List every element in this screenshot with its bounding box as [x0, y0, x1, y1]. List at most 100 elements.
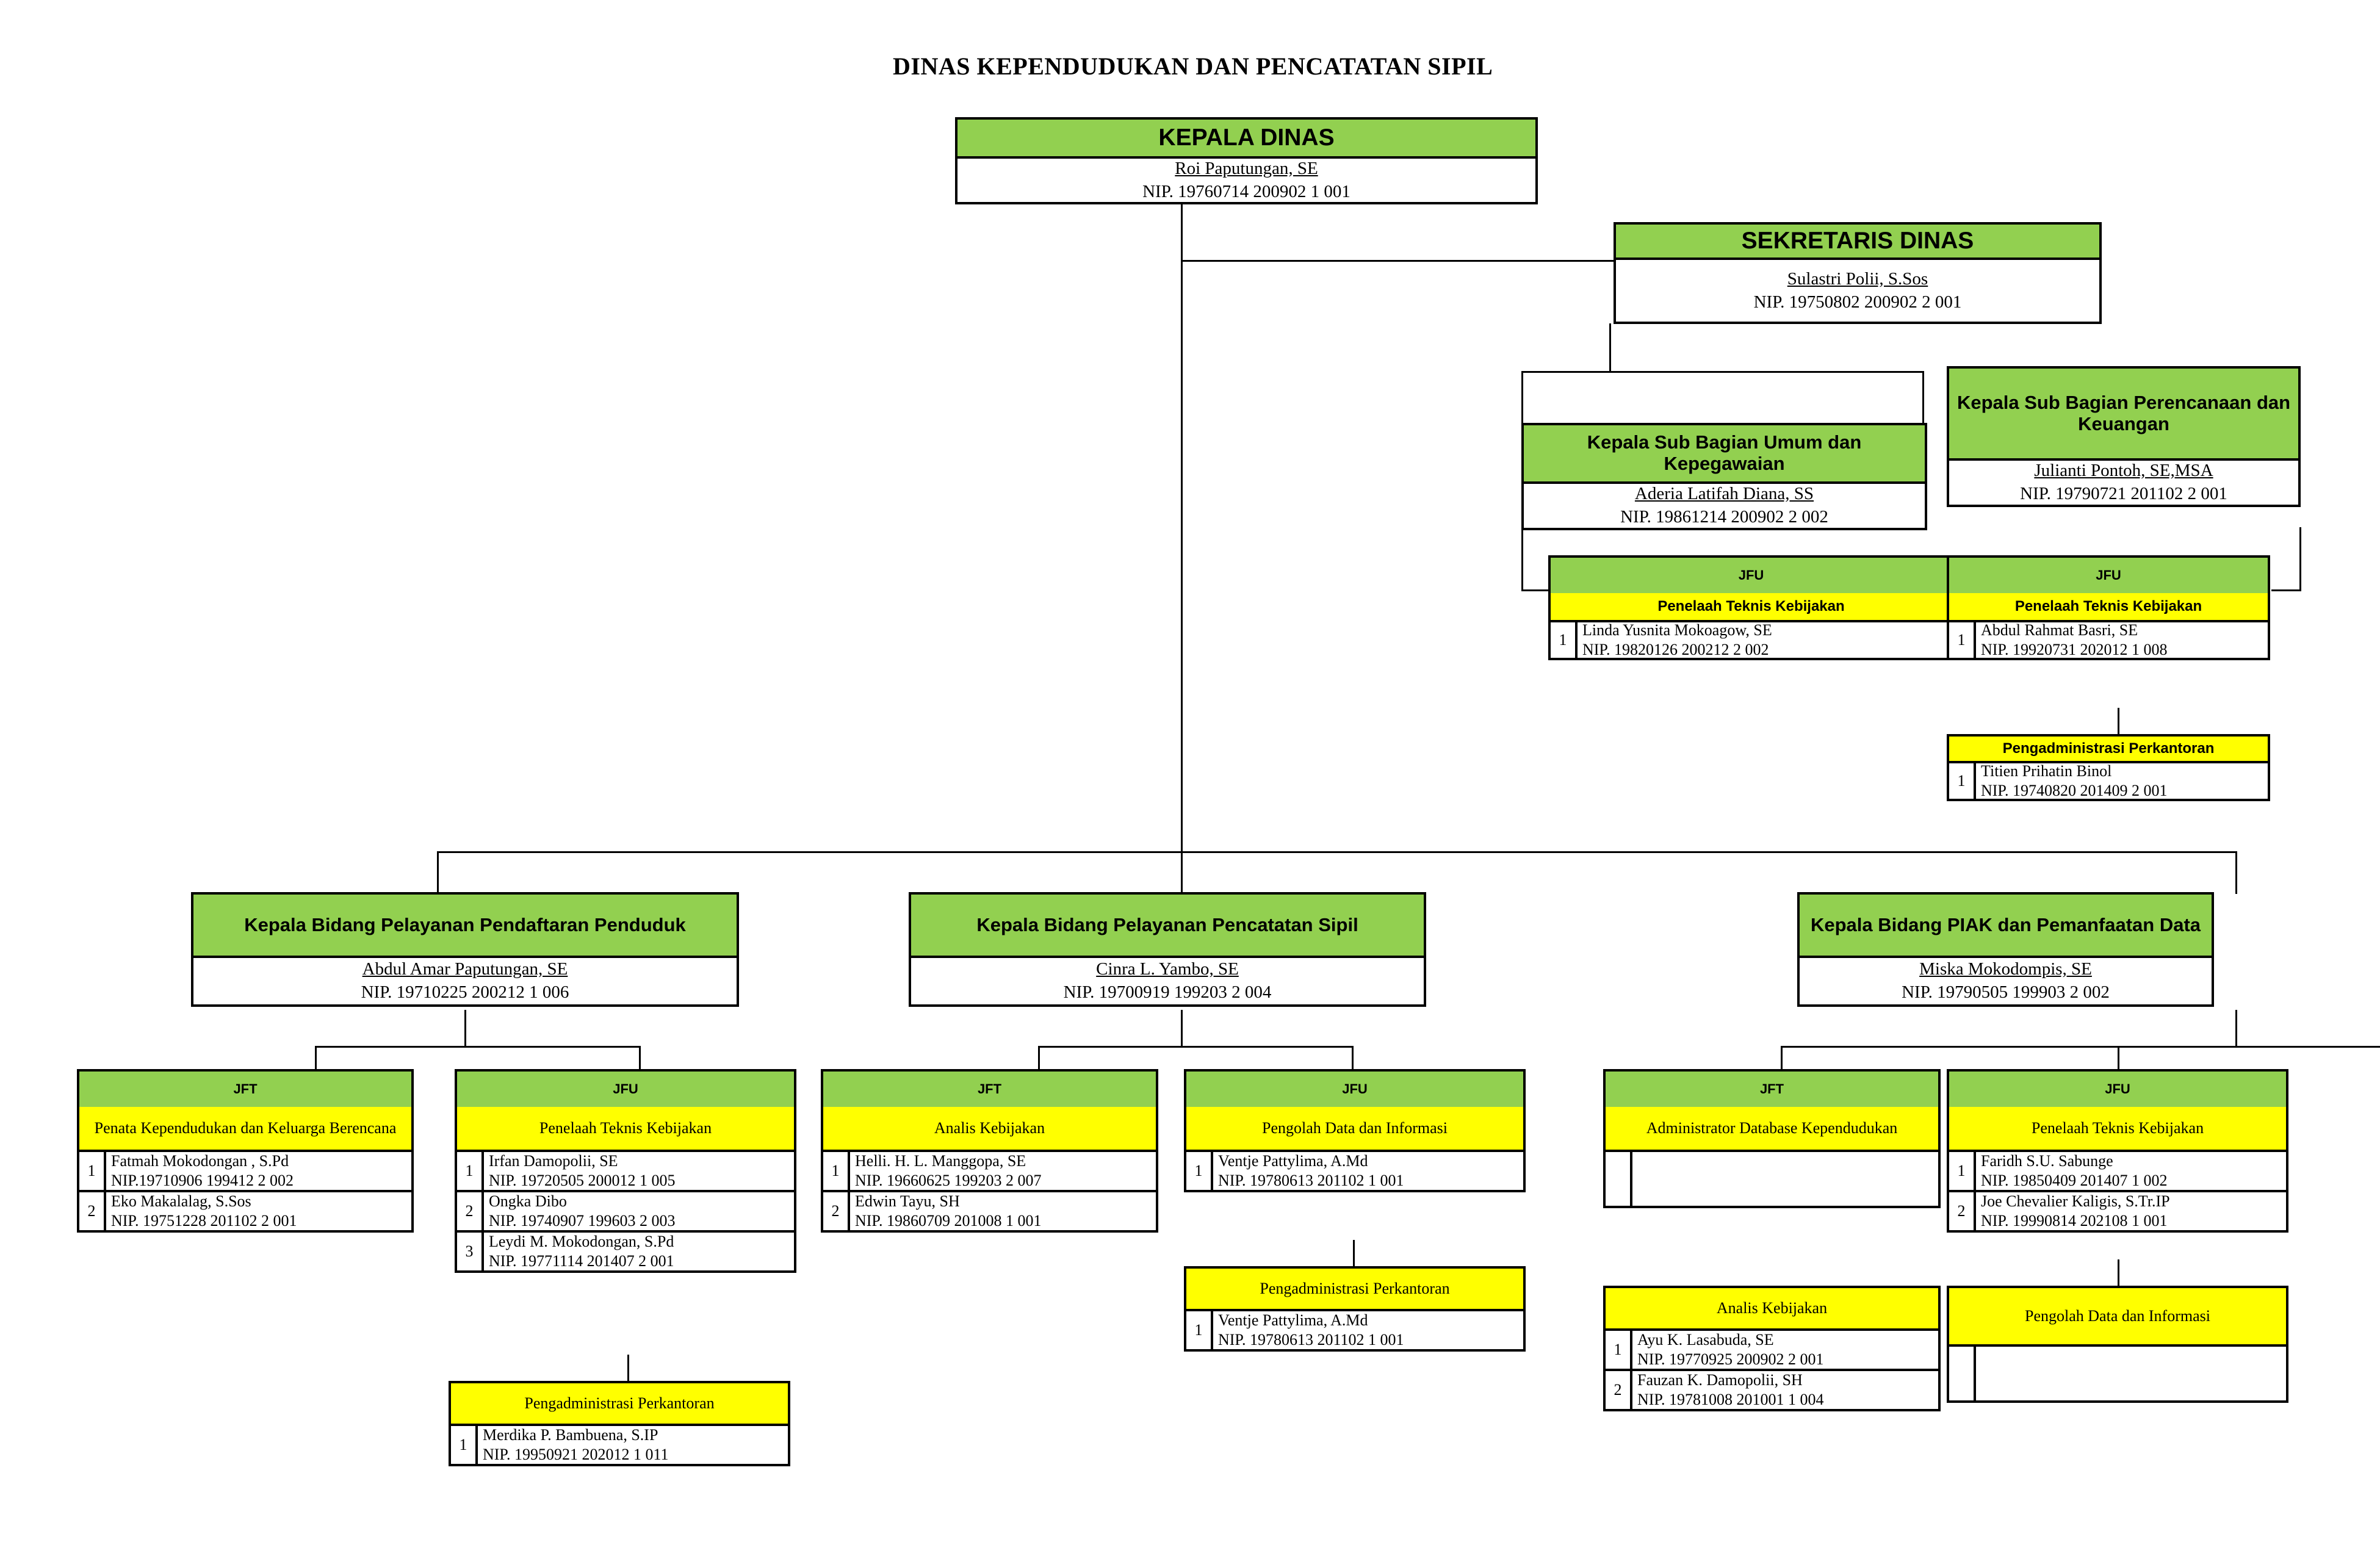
connector-subbag-perencanaan-drop [1922, 371, 1924, 425]
subbag-umum-name: Aderia Latifah Diana, SS [1634, 484, 1814, 504]
table-row[interactable]: 1 Ventje Pattylima, A.Md NIP. 19780613 2… [1184, 1311, 1526, 1352]
subbag-umum-body: Aderia Latifah Diana, SS NIP. 19861214 2… [1521, 484, 1927, 530]
table-row[interactable]: 2 Eko Makalalag, S.Sos NIP. 19751228 201… [77, 1192, 414, 1233]
table-row[interactable]: 1 Ayu K. Lasabuda, SE NIP. 19770925 2009… [1603, 1331, 1941, 1371]
person-name: Fauzan K. Damopolii, SH [1637, 1371, 1803, 1389]
table-row[interactable] [1603, 1152, 1941, 1208]
person-name: Faridh S.U. Sabunge [1981, 1151, 2113, 1170]
connector-pendaftaran-role2 [627, 1355, 629, 1381]
connector-pencatatan-jfu-drop [1352, 1046, 1354, 1070]
connector-pendaftaran-down [464, 1010, 466, 1048]
bidang-pencatatan-title: Kepala Bidang Pelayanan Pencatatan Sipil [909, 892, 1426, 958]
row-number: 2 [457, 1192, 484, 1230]
table-row[interactable]: 1 Ventje Pattylima, A.Md NIP. 19780613 2… [1184, 1152, 1526, 1192]
piak-jft-header: JFT [1603, 1069, 1941, 1107]
row-number: 3 [457, 1233, 484, 1270]
row-person: Ongka Dibo NIP. 19740907 199603 2 003 [484, 1192, 794, 1230]
node-subbag-umum[interactable]: Kepala Sub Bagian Umum dan Kepegawaian A… [1521, 423, 1927, 530]
pendaftaran-jft-role: Penata Kependudukan dan Keluarga Berenca… [77, 1107, 414, 1152]
bidang-piak-nip: NIP. 19790505 199903 2 002 [1902, 982, 2110, 1002]
group-pencatatan-pengadministrasi[interactable]: Pengadministrasi Perkantoran 1 Ventje Pa… [1184, 1266, 1526, 1352]
row-person: Merdika P. Bambuena, S.IP NIP. 19950921 … [478, 1426, 788, 1464]
person-name: Edwin Tayu, SH [855, 1192, 960, 1210]
row-person: Abdul Rahmat Basri, SE NIP. 19920731 202… [1976, 621, 2268, 659]
group-piak-pengolah-data[interactable]: Pengolah Data dan Informasi [1947, 1286, 2288, 1403]
subbag-perencanaan-body: Julianti Pontoh, SE,MSA NIP. 19790721 20… [1947, 461, 2301, 507]
person-nip: NIP. 19860709 201008 1 001 [855, 1212, 1042, 1230]
node-subbag-perencanaan[interactable]: Kepala Sub Bagian Perencanaan dan Keuang… [1947, 366, 2301, 507]
row-person: Fauzan K. Damopolii, SH NIP. 19781008 20… [1632, 1371, 1938, 1409]
sekretaris-name: Sulastri Polii, S.Sos [1787, 268, 1928, 289]
person-name: Eko Makalalag, S.Sos [111, 1192, 251, 1210]
row-person: Joe Chevalier Kaligis, S.Tr.IP NIP. 1999… [1976, 1192, 2286, 1230]
table-row[interactable]: 1 Abdul Rahmat Basri, SE NIP. 19920731 2… [1947, 621, 2270, 660]
table-row[interactable]: 1 Fatmah Mokodongan , S.Pd NIP.19710906 … [77, 1152, 414, 1192]
table-row[interactable]: 2 Fauzan K. Damopolii, SH NIP. 19781008 … [1603, 1371, 1941, 1411]
piak-jfu-role2: Pengolah Data dan Informasi [1947, 1286, 2288, 1347]
person-name: Leydi M. Mokodongan, S.Pd [489, 1232, 674, 1250]
table-row[interactable]: 1 Titien Prihatin Binol NIP. 19740820 20… [1947, 762, 2270, 801]
connector-pendaftaran-bus [315, 1046, 641, 1048]
table-row[interactable] [1947, 1347, 2288, 1403]
table-row[interactable]: 1 Irfan Damopolii, SE NIP. 19720505 2000… [455, 1152, 796, 1192]
group-piak-jft[interactable]: JFT Administrator Database Kependudukan [1603, 1069, 1941, 1208]
group-pencatatan-jfu[interactable]: JFU Pengolah Data dan Informasi 1 Ventje… [1184, 1069, 1526, 1192]
pencatatan-jfu-role: Pengolah Data dan Informasi [1184, 1107, 1526, 1152]
node-bidang-pencatatan[interactable]: Kepala Bidang Pelayanan Pencatatan Sipil… [909, 892, 1426, 1007]
row-number: 2 [823, 1192, 850, 1230]
group-perencanaan-jfu[interactable]: JFU Penelaah Teknis Kebijakan 1 Abdul Ra… [1947, 555, 2270, 660]
piak-jfu-header: JFU [1947, 1069, 2288, 1107]
kepala-dinas-body: Roi Paputungan, SE NIP. 19760714 200902 … [955, 159, 1538, 204]
row-person: Faridh S.U. Sabunge NIP. 19850409 201407… [1976, 1152, 2286, 1190]
group-pencatatan-jft[interactable]: JFT Analis Kebijakan 1 Helli. H. L. Mang… [821, 1069, 1158, 1233]
table-row[interactable]: 1 Helli. H. L. Manggopa, SE NIP. 1966062… [821, 1152, 1158, 1192]
table-row[interactable]: 2 Edwin Tayu, SH NIP. 19860709 201008 1 … [821, 1192, 1158, 1233]
bidang-pendaftaran-body: Abdul Amar Paputungan, SE NIP. 19710225 … [191, 958, 739, 1007]
node-kepala-dinas[interactable]: KEPALA DINAS Roi Paputungan, SE NIP. 197… [955, 117, 1538, 204]
row-person: Eko Makalalag, S.Sos NIP. 19751228 20110… [106, 1192, 411, 1230]
row-number: 1 [1606, 1331, 1632, 1369]
person-name: Ayu K. Lasabuda, SE [1637, 1330, 1774, 1349]
subbag-perencanaan-nip: NIP. 19790721 201102 2 001 [2020, 484, 2227, 503]
subbag-perencanaan-name: Julianti Pontoh, SE,MSA [2034, 461, 2213, 481]
perencanaan-jfu-role: Penelaah Teknis Kebijakan [1947, 593, 2270, 622]
table-row[interactable]: 3 Leydi M. Mokodongan, S.Pd NIP. 1977111… [455, 1233, 796, 1273]
connector-piak-jft-drop [1781, 1046, 1783, 1070]
subbag-umum-nip: NIP. 19861214 200902 2 002 [1620, 507, 1828, 527]
connector-trunk-main [1181, 204, 1183, 852]
group-pendaftaran-pengadministrasi[interactable]: Pengadministrasi Perkantoran 1 Merdika P… [449, 1381, 790, 1466]
kepala-dinas-title: KEPALA DINAS [955, 117, 1538, 159]
bidang-pendaftaran-name: Abdul Amar Paputungan, SE [362, 959, 568, 979]
row-person: Ayu K. Lasabuda, SE NIP. 19770925 200902… [1632, 1331, 1938, 1369]
group-perencanaan-jfu-pengadministrasi[interactable]: Pengadministrasi Perkantoran 1 Titien Pr… [1947, 734, 2270, 801]
group-pendaftaran-jft[interactable]: JFT Penata Kependudukan dan Keluarga Ber… [77, 1069, 414, 1233]
person-name: Linda Yusnita Mokoagow, SE [1582, 621, 1772, 639]
pencatatan-jfu-header: JFU [1184, 1069, 1526, 1107]
table-row[interactable]: 2 Joe Chevalier Kaligis, S.Tr.IP NIP. 19… [1947, 1192, 2288, 1233]
group-pendaftaran-jfu[interactable]: JFU Penelaah Teknis Kebijakan 1 Irfan Da… [455, 1069, 796, 1273]
person-nip: NIP. 19781008 201001 1 004 [1637, 1391, 1824, 1408]
node-bidang-piak[interactable]: Kepala Bidang PIAK dan Pemanfaatan Data … [1797, 892, 2214, 1007]
umum-jfu-header: JFU [1548, 555, 1954, 593]
table-row[interactable]: 2 Ongka Dibo NIP. 19740907 199603 2 003 [455, 1192, 796, 1233]
person-name: Helli. H. L. Manggopa, SE [855, 1151, 1026, 1170]
row-number: 2 [79, 1192, 106, 1230]
node-sekretaris-dinas[interactable]: SEKRETARIS DINAS Sulastri Polii, S.Sos N… [1614, 222, 2102, 324]
perencanaan-jfu-header: JFU [1947, 555, 2270, 593]
person-name: Abdul Rahmat Basri, SE [1981, 621, 2138, 639]
row-person: Leydi M. Mokodongan, S.Pd NIP. 19771114 … [484, 1233, 794, 1270]
connector-subbag-bus [1521, 371, 1924, 373]
pendaftaran-jft-header: JFT [77, 1069, 414, 1107]
table-row[interactable]: 1 Faridh S.U. Sabunge NIP. 19850409 2014… [1947, 1152, 2288, 1192]
group-piak-analis[interactable]: Analis Kebijakan 1 Ayu K. Lasabuda, SE N… [1603, 1286, 1941, 1411]
group-umum-jfu[interactable]: JFU Penelaah Teknis Kebijakan 1 Linda Yu… [1548, 555, 1954, 660]
person-nip: NIP. 19950921 202012 1 011 [483, 1446, 669, 1463]
row-number: 1 [1551, 622, 1578, 658]
node-bidang-pendaftaran[interactable]: Kepala Bidang Pelayanan Pendaftaran Pend… [191, 892, 739, 1007]
group-piak-jfu[interactable]: JFU Penelaah Teknis Kebijakan 1 Faridh S… [1947, 1069, 2288, 1233]
table-row[interactable]: 1 Linda Yusnita Mokoagow, SE NIP. 198201… [1548, 621, 1954, 660]
page-title: DINAS KEPENDUDUKAN DAN PENCATATAN SIPIL [893, 52, 1493, 80]
table-row[interactable]: 1 Merdika P. Bambuena, S.IP NIP. 1995092… [449, 1426, 790, 1466]
connector-piak-bus [1781, 1046, 2380, 1048]
